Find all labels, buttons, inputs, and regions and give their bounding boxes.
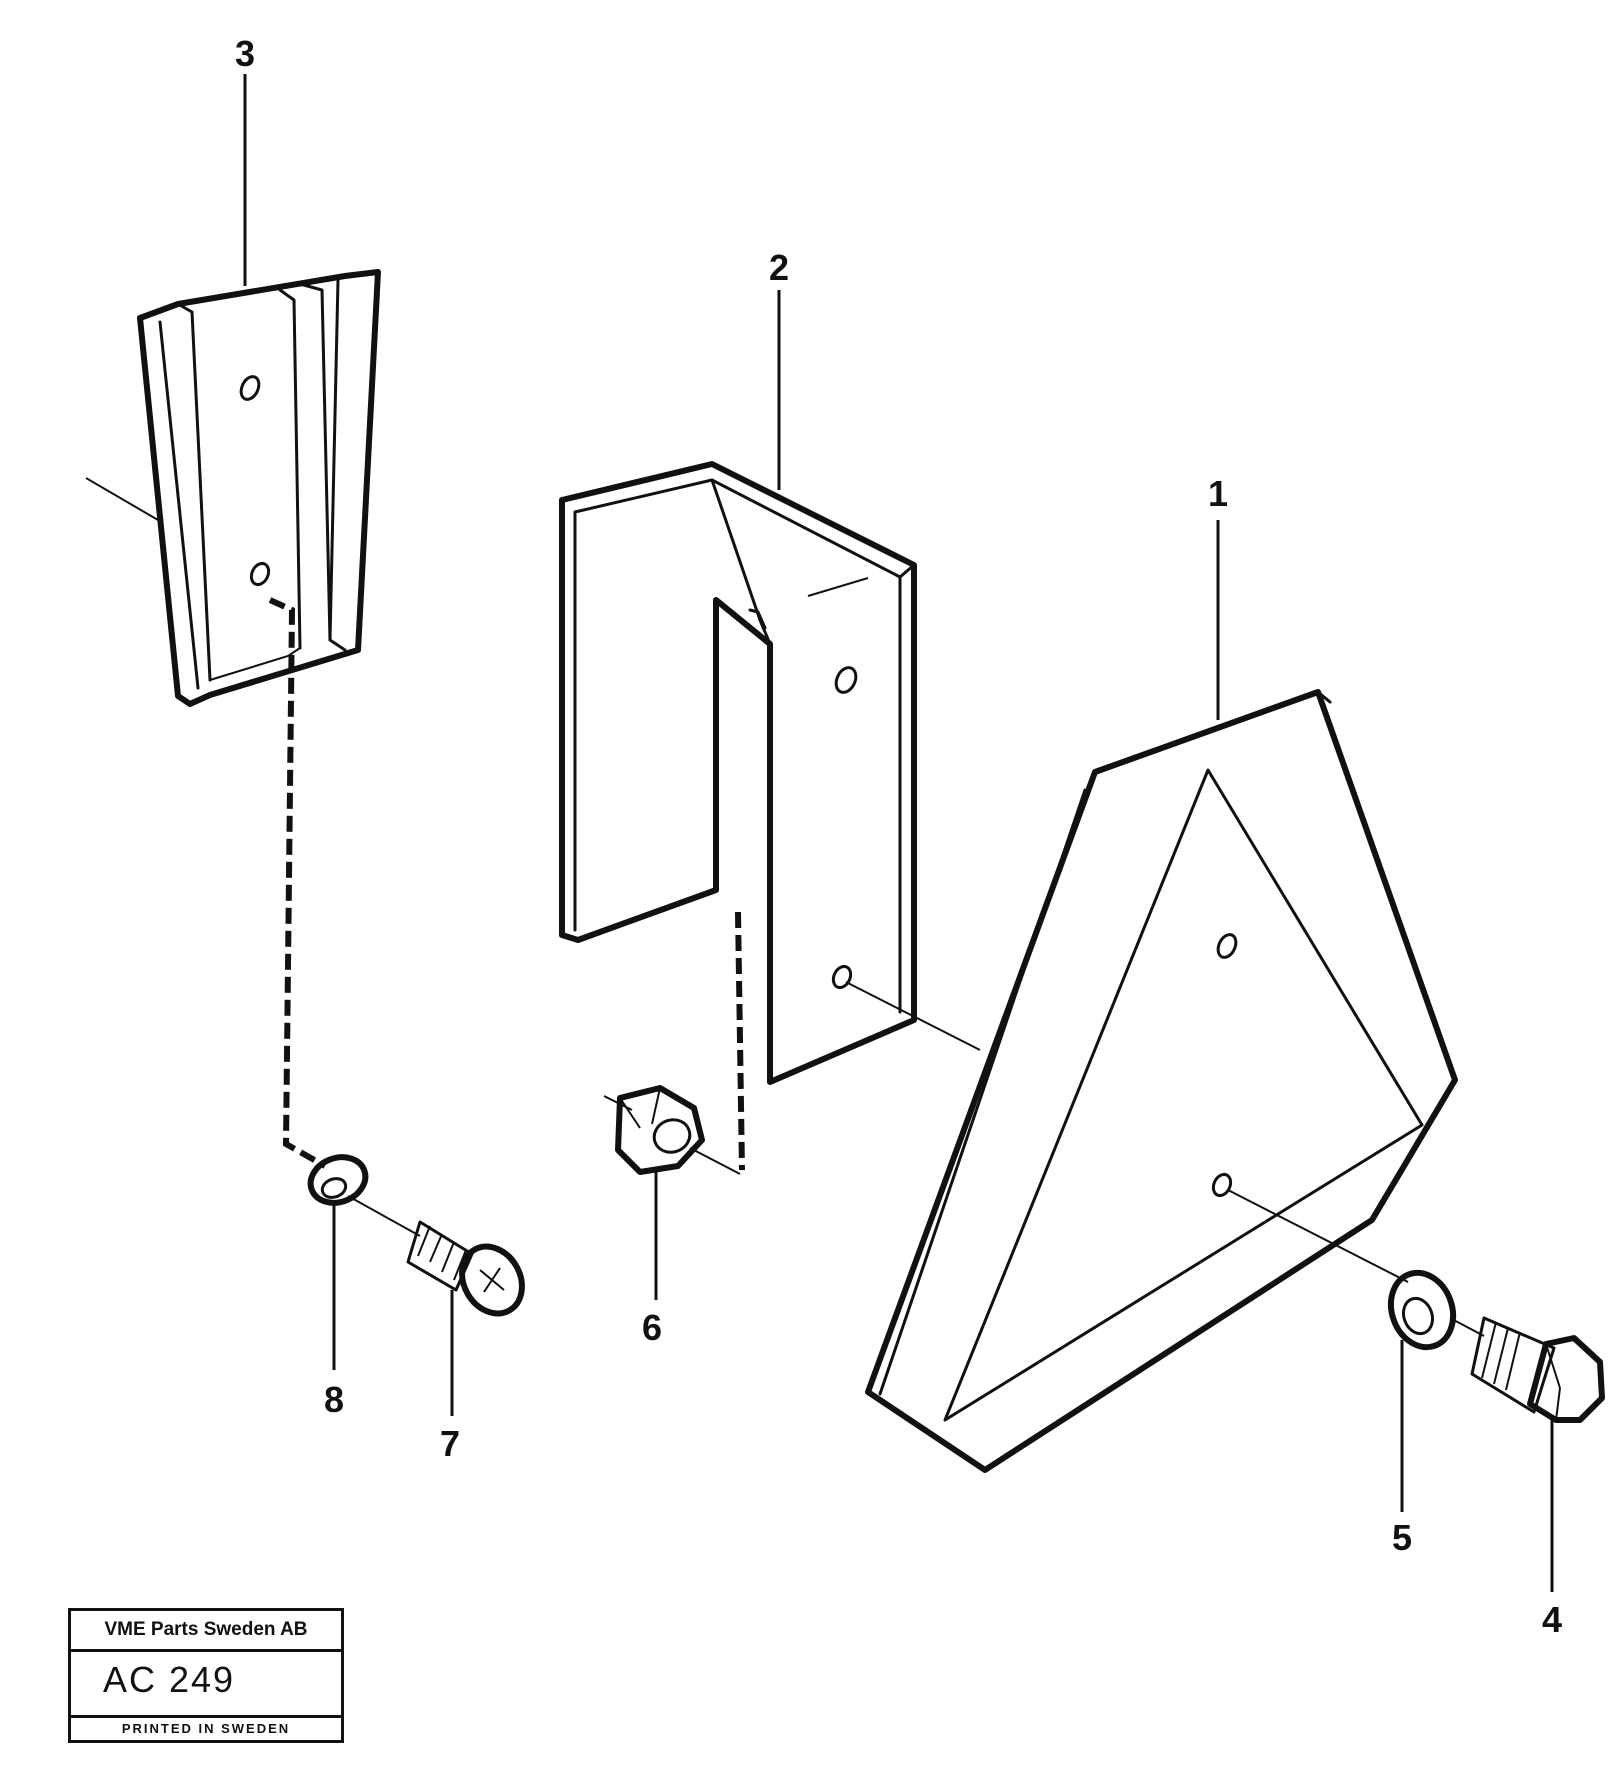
- callout-labels: 1 2 3 4 5 6 7 8: [235, 33, 1562, 1640]
- callout-5: 5: [1392, 1517, 1412, 1558]
- callout-7: 7: [440, 1423, 460, 1464]
- bracket-lower-hole: [831, 964, 853, 990]
- part-7-screw: [406, 1220, 525, 1317]
- callout-2: 2: [769, 247, 789, 288]
- company-name: VME Parts Sweden AB: [71, 1611, 341, 1652]
- title-block: VME Parts Sweden AB AC 249 PRINTED IN SW…: [68, 1608, 344, 1743]
- bracket-upper-hole: [834, 666, 858, 694]
- part-1-reflector: [865, 689, 1458, 1473]
- callout-3: 3: [235, 33, 255, 74]
- part-2-bracket: [559, 461, 917, 1085]
- callout-8: 8: [324, 1379, 344, 1420]
- leader-lines: [243, 74, 1554, 1592]
- part-3-rail: [85, 269, 381, 707]
- drawing-code: AC 249: [103, 1659, 236, 1700]
- callout-4: 4: [1542, 1599, 1562, 1640]
- callout-1: 1: [1208, 473, 1228, 514]
- rail-lower-hole: [249, 561, 271, 587]
- rail-upper-hole: [239, 375, 261, 401]
- part-8-washer: [307, 1154, 369, 1206]
- assembly-line-rail-to-washer: [268, 597, 327, 1169]
- reflector-upper-hole: [1216, 933, 1238, 959]
- printed-note: PRINTED IN SWEDEN: [71, 1715, 341, 1740]
- assembly-line-bracket-to-nut: [735, 911, 745, 1171]
- callout-6: 6: [642, 1307, 662, 1348]
- assembly-lines: [268, 597, 1485, 1337]
- reflector-lower-hole: [1211, 1172, 1233, 1198]
- part-6-nut: [615, 1085, 705, 1175]
- part-4-bolt: [1470, 1316, 1605, 1423]
- part-5-washer: [1387, 1269, 1457, 1351]
